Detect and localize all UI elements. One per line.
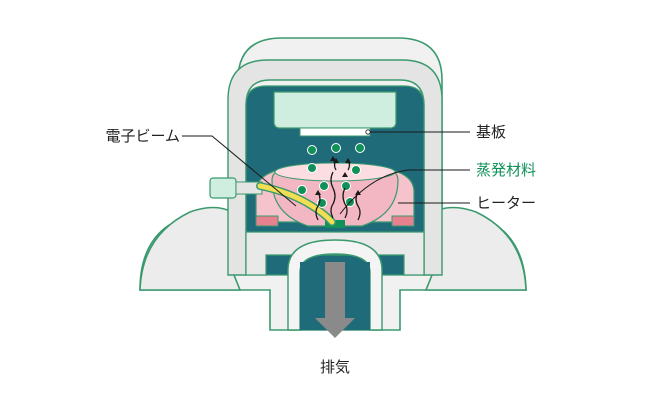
particle xyxy=(355,143,365,153)
substrate-pointer-dot xyxy=(365,129,371,135)
label-electron-beam: 電子ビーム xyxy=(105,127,180,145)
leader-electron-beam xyxy=(182,135,297,207)
substrate-plate xyxy=(299,127,371,137)
left-skirt xyxy=(139,206,242,291)
exhaust-arrow xyxy=(315,262,355,338)
inner-chamber-wall xyxy=(227,59,443,276)
exhaust-duct xyxy=(287,239,383,331)
particle xyxy=(307,163,317,173)
heater-right xyxy=(391,215,415,227)
particle xyxy=(297,185,307,195)
electron-gun xyxy=(209,177,237,199)
label-evaporation-material: 蒸発材料 xyxy=(476,161,536,179)
label-exhaust: 排気 xyxy=(320,358,350,376)
heater-left xyxy=(255,215,279,227)
particle xyxy=(351,165,361,175)
label-heater: ヒーター xyxy=(476,194,536,212)
substrate xyxy=(273,91,397,129)
leader-lines xyxy=(182,131,470,215)
particle xyxy=(307,145,317,155)
vapor-arrowheads xyxy=(315,156,361,195)
particle xyxy=(319,181,329,191)
leader-evaporation-material xyxy=(339,169,470,215)
particle xyxy=(341,181,351,191)
label-substrate: 基板 xyxy=(476,123,506,141)
particle xyxy=(331,143,341,153)
particles xyxy=(297,143,365,208)
